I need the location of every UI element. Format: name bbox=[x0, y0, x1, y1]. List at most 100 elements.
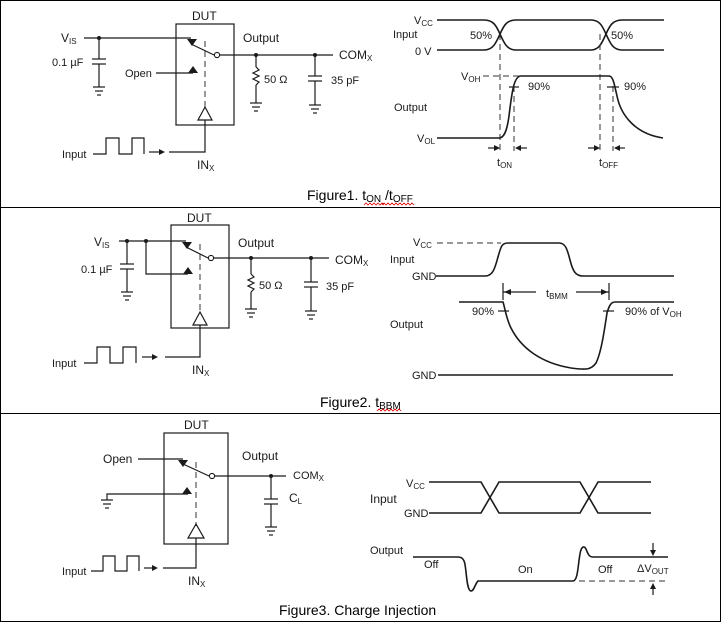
vol-label: VOL bbox=[417, 133, 436, 146]
arrow-up-icon bbox=[650, 583, 656, 589]
switch-contact-no-icon bbox=[183, 267, 193, 274]
in-label: INX bbox=[192, 363, 210, 378]
pct50-right: 50% bbox=[611, 30, 633, 42]
divider-1 bbox=[1, 207, 720, 208]
driver-triangle-icon bbox=[186, 522, 206, 539]
arrow-left-icon bbox=[515, 145, 521, 151]
ground-icon bbox=[121, 291, 133, 301]
output-waveform bbox=[437, 75, 664, 139]
switch-arm bbox=[190, 43, 215, 56]
com-label: COMX bbox=[335, 253, 369, 268]
vis-label: VIS bbox=[61, 31, 77, 46]
figure3-caption: Figure3. Charge Injection bbox=[279, 602, 436, 618]
spellcheck-underline bbox=[363, 202, 415, 206]
figure2-panel: DUT VIS 0.1 µF bbox=[1, 208, 720, 413]
input-label: Input bbox=[52, 358, 76, 370]
figure1-timing: VCC Input 0 V 50% 50% VOH Output VOL 90% bbox=[393, 15, 664, 170]
arrow-right-icon bbox=[159, 149, 165, 155]
resistor-icon bbox=[246, 273, 256, 293]
pct90-right: 90% of VOH bbox=[625, 306, 682, 319]
input-label: Input bbox=[370, 492, 397, 506]
figure3-svg: DUT Open Output COMX bbox=[62, 418, 669, 618]
switch-pivot bbox=[208, 472, 216, 480]
output-label: Output bbox=[238, 236, 275, 250]
pulse-waveform-icon bbox=[91, 555, 140, 572]
input-waveform bbox=[436, 242, 674, 277]
arrow-left-icon bbox=[614, 145, 620, 151]
gnd-top-label: GND bbox=[412, 271, 437, 283]
ground-icon bbox=[101, 499, 113, 509]
ground-icon bbox=[93, 86, 105, 96]
figure2-circuit: DUT VIS 0.1 µF bbox=[52, 211, 369, 378]
input-waveform-b bbox=[429, 481, 651, 514]
driver-triangle-icon bbox=[196, 105, 214, 121]
figure1-panel: DUT VIS 0.1 µF Open bbox=[1, 1, 720, 207]
gnd-bottom-label: GND bbox=[412, 370, 437, 382]
dut-box bbox=[163, 432, 229, 545]
dut-label: DUT bbox=[187, 211, 212, 225]
on-label: On bbox=[518, 564, 533, 576]
tbmm-label: tBMM bbox=[546, 288, 568, 301]
figure3-panel: DUT Open Output COMX bbox=[1, 414, 720, 621]
cap-label: 0.1 µF bbox=[81, 264, 113, 276]
load-cap-label: 35 pF bbox=[326, 281, 354, 293]
pct50-left: 50% bbox=[470, 30, 492, 42]
ground-icon bbox=[305, 310, 317, 320]
off-left-label: Off bbox=[424, 559, 439, 571]
cap-label: 0.1 µF bbox=[52, 57, 84, 69]
ground-icon bbox=[265, 526, 277, 536]
open-label: Open bbox=[125, 68, 152, 80]
driver-triangle-icon bbox=[191, 310, 209, 326]
switch-contact-nc-icon bbox=[178, 460, 188, 467]
switch-pivot bbox=[213, 51, 221, 59]
dut-label: DUT bbox=[184, 418, 209, 432]
arrow-right-icon bbox=[494, 145, 500, 151]
output-label: Output bbox=[242, 449, 279, 463]
input-label: Input bbox=[390, 254, 414, 266]
res-label: 50 Ω bbox=[259, 280, 283, 292]
open-label: Open bbox=[103, 452, 132, 466]
in-label: INX bbox=[188, 574, 206, 589]
voh-label: VOH bbox=[461, 71, 481, 84]
switch-contact-nc-icon bbox=[182, 242, 192, 249]
figure2-svg: DUT VIS 0.1 µF bbox=[52, 211, 682, 412]
vcc-label: VCC bbox=[413, 237, 432, 250]
resistor-icon bbox=[251, 66, 261, 86]
figure2-timing: VCC Input GND tBMM 90% 90% of VOH Output… bbox=[390, 237, 682, 382]
figure3-timing: VCC Input GND Output Off On Off ΔVOUT bbox=[370, 478, 669, 595]
input-label: Input bbox=[62, 566, 86, 578]
arrow-right-icon bbox=[152, 354, 158, 360]
input-waveform-b bbox=[437, 19, 664, 51]
figure2-caption: Figure2. tBBM bbox=[320, 394, 401, 412]
res-label: 50 Ω bbox=[264, 74, 288, 86]
com-label: COMX bbox=[339, 48, 373, 63]
ground-icon bbox=[250, 102, 262, 112]
dut-label: DUT bbox=[192, 9, 217, 23]
vcc-label: VCC bbox=[406, 478, 425, 491]
figure3-circuit: DUT Open Output COMX bbox=[62, 418, 325, 589]
spellcheck-underline bbox=[376, 408, 402, 412]
input-label: Input bbox=[62, 149, 86, 161]
arrow-down-icon bbox=[650, 550, 656, 556]
ton-label: tON bbox=[497, 157, 512, 170]
zero-v-label: 0 V bbox=[415, 46, 432, 58]
ground-icon bbox=[245, 308, 257, 318]
in-label: INX bbox=[197, 158, 215, 173]
switch-contact-no-icon bbox=[188, 66, 198, 73]
output-label: Output bbox=[370, 545, 403, 557]
output-label: Output bbox=[243, 31, 280, 45]
vis-label: VIS bbox=[94, 235, 110, 250]
output-label: Output bbox=[394, 102, 427, 114]
output-waveform bbox=[413, 546, 668, 592]
ground-icon bbox=[309, 104, 321, 114]
figure1-circuit: DUT VIS 0.1 µF Open bbox=[52, 9, 373, 173]
pct90-left: 90% bbox=[528, 81, 550, 93]
gnd-label: GND bbox=[404, 508, 429, 520]
vcc-label: VCC bbox=[414, 15, 433, 28]
arrow-left-icon bbox=[504, 289, 511, 295]
arrow-right-icon bbox=[152, 565, 158, 571]
pct90-left: 90% bbox=[472, 306, 494, 318]
output-waveform bbox=[459, 301, 674, 370]
switch-contact-no-icon bbox=[182, 487, 192, 494]
